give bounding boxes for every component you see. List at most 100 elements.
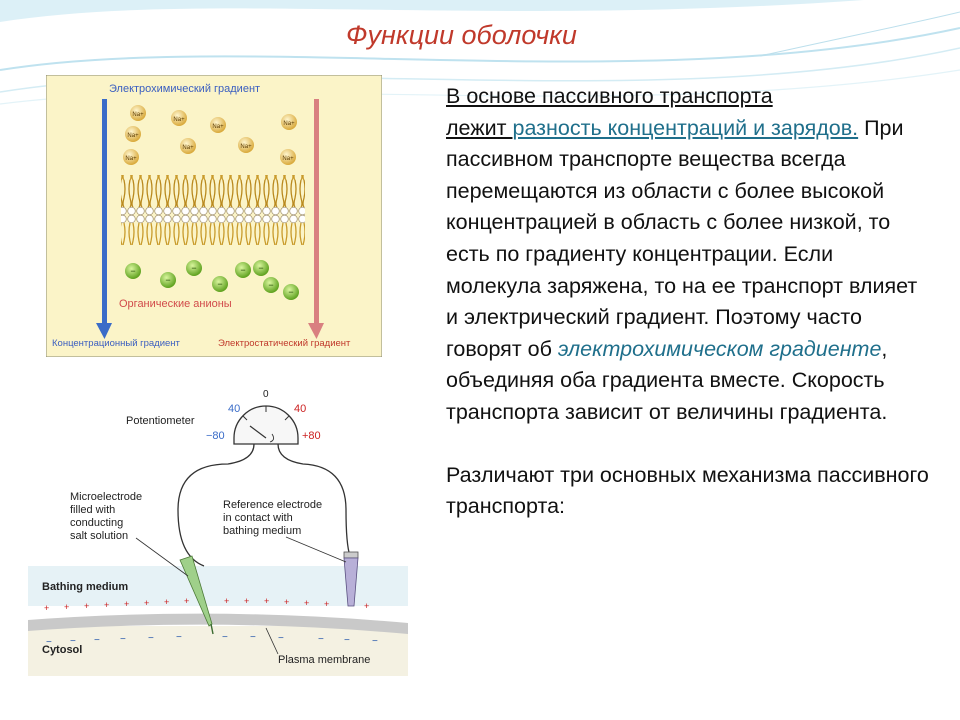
- sodium-ion: Na+: [180, 138, 196, 154]
- svg-text:−: −: [191, 263, 196, 273]
- anion: −: [283, 284, 299, 300]
- svg-text:−: −: [258, 263, 263, 273]
- svg-text:−: −: [46, 637, 52, 648]
- svg-text:+: +: [324, 599, 329, 609]
- svg-text:−: −: [268, 280, 273, 290]
- scale-plus-80: +80: [302, 430, 321, 442]
- svg-text:Na+: Na+: [127, 133, 139, 139]
- anion: −: [160, 272, 176, 288]
- paragraph-text-2: , объединяя оба градиента вместе. Скорос…: [446, 336, 888, 424]
- micro-wire: [177, 443, 255, 567]
- svg-text:Na+: Na+: [173, 117, 185, 123]
- svg-text:−: −: [288, 287, 293, 297]
- microelectrode-label-1: Microelectrode: [70, 491, 142, 503]
- svg-text:+: +: [84, 601, 89, 611]
- svg-text:+: +: [284, 597, 289, 607]
- sodium-ion: Na+: [123, 149, 139, 165]
- sodium-ion: Na+: [281, 114, 297, 130]
- svg-text:+: +: [64, 602, 69, 612]
- electrochemical-gradient-term: электрохимическом градиенте: [557, 336, 882, 361]
- reference-label-2: in contact with: [223, 512, 293, 524]
- plasma-membrane-band: [28, 613, 408, 634]
- svg-text:+: +: [44, 603, 49, 613]
- plasma-membrane-label: Plasma membrane: [278, 654, 370, 666]
- svg-text:−: −: [130, 266, 135, 276]
- svg-text:+: +: [144, 598, 149, 608]
- svg-text:+: +: [264, 596, 269, 606]
- anions-label: Органические анионы: [119, 298, 232, 310]
- membrane-potential-figure: ++++ ++++ +++ ++++ −−−− −−−− −−−− Potent…: [28, 389, 408, 676]
- potentiometer: [177, 405, 351, 567]
- anion: −: [253, 260, 269, 276]
- svg-text:−: −: [278, 633, 284, 644]
- bathing-medium-label: Bathing medium: [42, 581, 128, 593]
- scale-left-40: 40: [228, 403, 240, 415]
- concentration-arrow: [96, 99, 112, 339]
- svg-text:Na+: Na+: [283, 121, 295, 127]
- top-gradient-label: Электрохимический градиент: [109, 83, 260, 95]
- svg-text:+: +: [124, 599, 129, 609]
- reference-label-1: Reference electrode: [223, 499, 322, 511]
- svg-text:−: −: [222, 632, 228, 643]
- lipid-bilayer: [121, 175, 305, 245]
- svg-text:Na+: Na+: [182, 145, 194, 151]
- scale-minus-80: −80: [206, 430, 225, 442]
- organic-anions: − − − − − − − −: [125, 260, 299, 300]
- scale-zero: 0: [263, 389, 269, 400]
- anion: −: [263, 277, 279, 293]
- paragraph-main: В основе пассивного транспорта лежит разн…: [446, 81, 934, 429]
- paragraph-text-1: При пассивном транспорте вещества всегда…: [446, 115, 918, 361]
- concentration-difference-link[interactable]: разность концентраций и зарядов.: [512, 115, 859, 140]
- sodium-ion: Na+: [210, 117, 226, 133]
- svg-text:Na+: Na+: [212, 124, 224, 130]
- svg-text:−: −: [344, 635, 350, 646]
- minus-charges: −−−− −−−− −−−−: [46, 632, 378, 648]
- reference-pointer: [285, 536, 347, 563]
- sodium-ion: Na+: [130, 105, 146, 121]
- svg-text:+: +: [164, 597, 169, 607]
- concentration-gradient-label: Концентрационный градиент: [52, 338, 181, 349]
- microelectrode-label-4: salt solution: [70, 530, 128, 542]
- reference-wire: [277, 443, 351, 557]
- microelectrode-label-2: filled with: [70, 504, 115, 516]
- body-text: В основе пассивного транспорта лежит разн…: [446, 81, 934, 523]
- plus-charges: ++++ ++++ +++ ++++: [44, 596, 369, 613]
- reference-electrode: [343, 551, 359, 607]
- svg-text:−: −: [318, 634, 324, 645]
- microelectrode-label-3: conducting: [70, 517, 123, 529]
- svg-text:Na+: Na+: [132, 112, 144, 118]
- svg-text:−: −: [148, 633, 154, 644]
- underlined-lead: В основе пассивного транспорта: [446, 84, 773, 108]
- svg-text:+: +: [224, 596, 229, 606]
- svg-text:Na+: Na+: [125, 156, 137, 162]
- plasma-pointer: [265, 627, 279, 655]
- svg-text:−: −: [217, 279, 222, 289]
- slide-title: Функции оболочки: [346, 20, 577, 50]
- bathing-medium-region: [28, 566, 408, 606]
- underlined-lead-2: лежит: [446, 115, 513, 140]
- anion: −: [212, 276, 228, 292]
- meter-needle: [249, 425, 267, 439]
- svg-text:Na+: Na+: [282, 156, 294, 162]
- anion: −: [235, 262, 251, 278]
- svg-text:−: −: [165, 275, 170, 285]
- scale-right-40: 40: [294, 403, 306, 415]
- svg-text:+: +: [364, 601, 369, 611]
- sodium-ions: Na+ Na+ Na+ Na+ Na+ Na+ Na+ Na+ Na+: [123, 105, 297, 165]
- cytosol-label: Cytosol: [42, 644, 82, 656]
- paragraph-mechanisms: Различают три основных механизма пассивн…: [446, 462, 929, 519]
- svg-text:+: +: [184, 596, 189, 606]
- svg-text:−: −: [120, 634, 126, 645]
- reference-label-3: bathing medium: [223, 525, 301, 537]
- svg-text:+: +: [244, 596, 249, 606]
- microelectrode-pointer: [135, 537, 189, 577]
- svg-text:−: −: [240, 265, 245, 275]
- sodium-ion: Na+: [238, 137, 254, 153]
- sodium-ion: Na+: [125, 126, 141, 142]
- microelectrode: [179, 555, 214, 635]
- svg-text:−: −: [250, 632, 256, 643]
- potentiometer-label: Potentiometer: [126, 415, 195, 427]
- svg-text:−: −: [94, 635, 100, 646]
- svg-text:−: −: [372, 636, 378, 647]
- svg-text:−: −: [70, 636, 76, 647]
